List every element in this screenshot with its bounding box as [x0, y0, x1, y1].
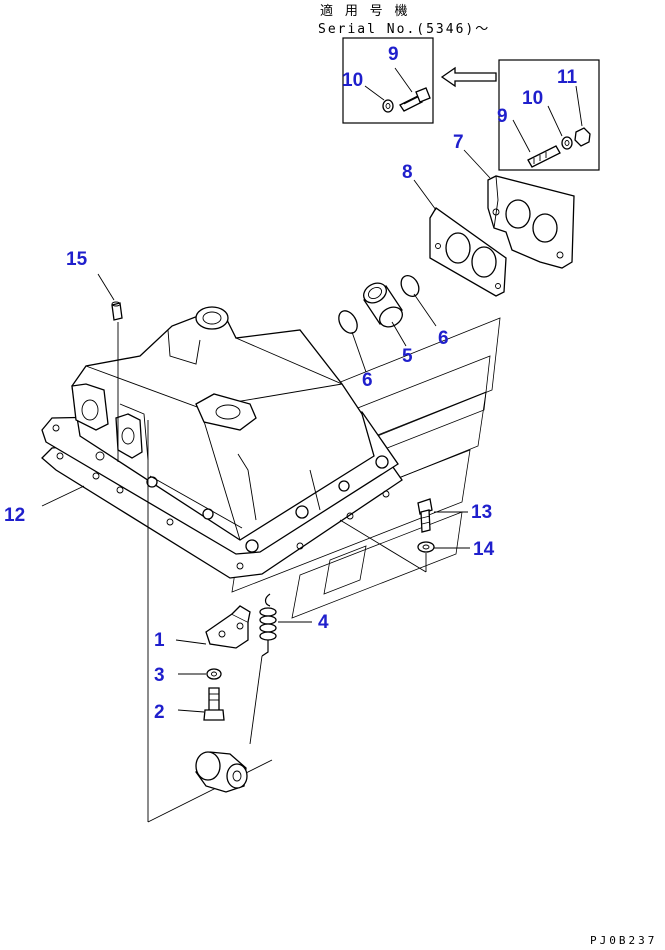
bolt-2 [177, 687, 225, 721]
callout-12: 12 [4, 505, 25, 526]
inset-new-parts [342, 37, 434, 124]
callout-10-old: 10 [522, 88, 543, 109]
callout-2: 2 [154, 702, 165, 723]
callout-7: 7 [453, 132, 464, 153]
bolt-9-icon [399, 87, 431, 112]
drawing-code: PJ0B237 [590, 934, 657, 947]
inset-old-parts [498, 59, 600, 171]
callout-13: 13 [471, 502, 492, 523]
serial-number-label: Serial No.(5346)～ [318, 22, 490, 37]
o-ring-6-right [400, 275, 420, 297]
callout-10-new: 10 [342, 70, 363, 91]
callout-15: 15 [66, 249, 88, 270]
callout-6-right: 6 [438, 328, 449, 349]
callout-3: 3 [154, 665, 165, 686]
o-ring-6-left [338, 310, 358, 334]
stud-9-icon [527, 145, 561, 168]
bolt-13 [417, 498, 468, 533]
callout-5: 5 [402, 346, 413, 367]
applicable-serial-title: 適 用 号 機 [320, 3, 409, 19]
filler-neck [195, 306, 229, 330]
transmission-case-12 [41, 306, 403, 579]
washer-10-old-icon [561, 136, 573, 150]
gasket-8 [413, 179, 507, 297]
nut-11-icon [574, 127, 591, 147]
callout-6-left: 6 [362, 370, 373, 391]
callout-14: 14 [473, 539, 495, 560]
washer-14 [339, 519, 470, 573]
plug-15 [97, 273, 123, 462]
washer-10-icon [382, 99, 394, 113]
sleeve-5 [363, 282, 407, 347]
callout-9-new: 9 [388, 44, 399, 65]
callout-8: 8 [402, 162, 413, 183]
callout-4: 4 [318, 612, 329, 633]
clamp [195, 751, 248, 793]
callout-1: 1 [154, 630, 165, 651]
washer-3 [206, 668, 222, 680]
bracket-plate-7 [463, 149, 575, 269]
callout-11: 11 [557, 67, 578, 88]
case-port [195, 393, 257, 431]
spring-4 [249, 593, 312, 745]
replacement-arrow-icon [440, 66, 497, 88]
bracket-1 [175, 605, 251, 649]
callout-9-old: 9 [497, 106, 508, 127]
